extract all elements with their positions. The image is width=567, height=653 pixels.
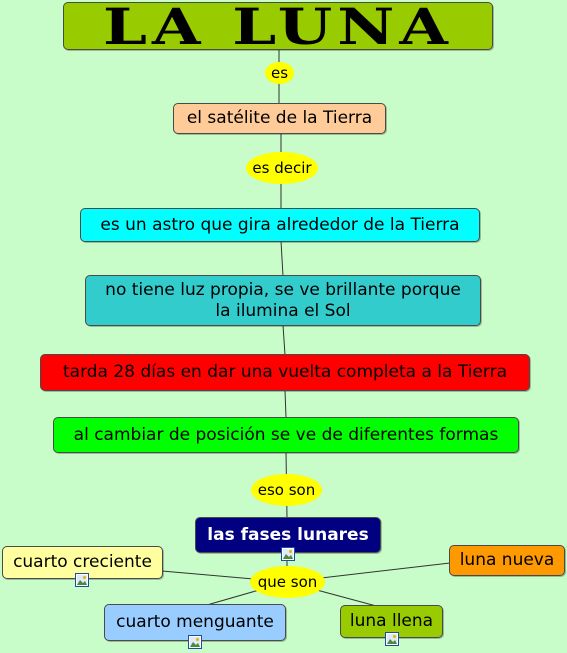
link-eso-son[interactable]: eso son: [251, 474, 322, 506]
image-icon[interactable]: [385, 632, 399, 646]
concept-creciente-label: cuarto creciente: [13, 552, 152, 572]
concept-astro[interactable]: es un astro que gira alrededor de la Tie…: [80, 208, 480, 242]
link-que-son[interactable]: que son: [250, 566, 325, 598]
concept-nueva[interactable]: luna nueva: [449, 545, 565, 576]
link-es-decir[interactable]: es decir: [246, 152, 318, 184]
title-text: LA LUNA: [103, 0, 453, 56]
concept-luz-line2: la ilumina el Sol: [215, 300, 351, 321]
link-que-son-label: que son: [257, 573, 318, 591]
concept-fases-label: las fases lunares: [207, 524, 369, 545]
concept-luz-line1: no tiene luz propia, se ve brillante por…: [105, 279, 461, 300]
concept-astro-label: es un astro que gira alrededor de la Tie…: [100, 214, 460, 235]
link-es[interactable]: es: [265, 62, 294, 84]
concept-satelite[interactable]: el satélite de la Tierra: [173, 103, 386, 134]
title-node[interactable]: LA LUNA: [63, 0, 493, 56]
link-es-label: es: [270, 64, 289, 82]
concept-llena-label: luna llena: [349, 611, 434, 631]
concept-satelite-label: el satélite de la Tierra: [186, 108, 373, 128]
image-icon[interactable]: [281, 547, 295, 561]
link-es-decir-label: es decir: [252, 159, 312, 177]
concept-luz[interactable]: no tiene luz propia, se ve brillante por…: [85, 275, 481, 326]
concept-tarda-label: tarda 28 días en dar una vuelta completa…: [62, 362, 507, 382]
image-icon[interactable]: [188, 635, 202, 649]
concept-tarda[interactable]: tarda 28 días en dar una vuelta completa…: [40, 354, 530, 391]
concept-cambiar[interactable]: al cambiar de posición se ve de diferent…: [53, 417, 519, 453]
concept-cambiar-label: al cambiar de posición se ve de diferent…: [73, 424, 499, 445]
link-eso-son-label: eso son: [257, 481, 316, 499]
image-icon[interactable]: [75, 573, 89, 587]
concept-menguante-label: cuarto menguante: [116, 612, 274, 632]
concept-nueva-label: luna nueva: [459, 550, 555, 570]
concept-creciente[interactable]: cuarto creciente: [2, 546, 163, 579]
